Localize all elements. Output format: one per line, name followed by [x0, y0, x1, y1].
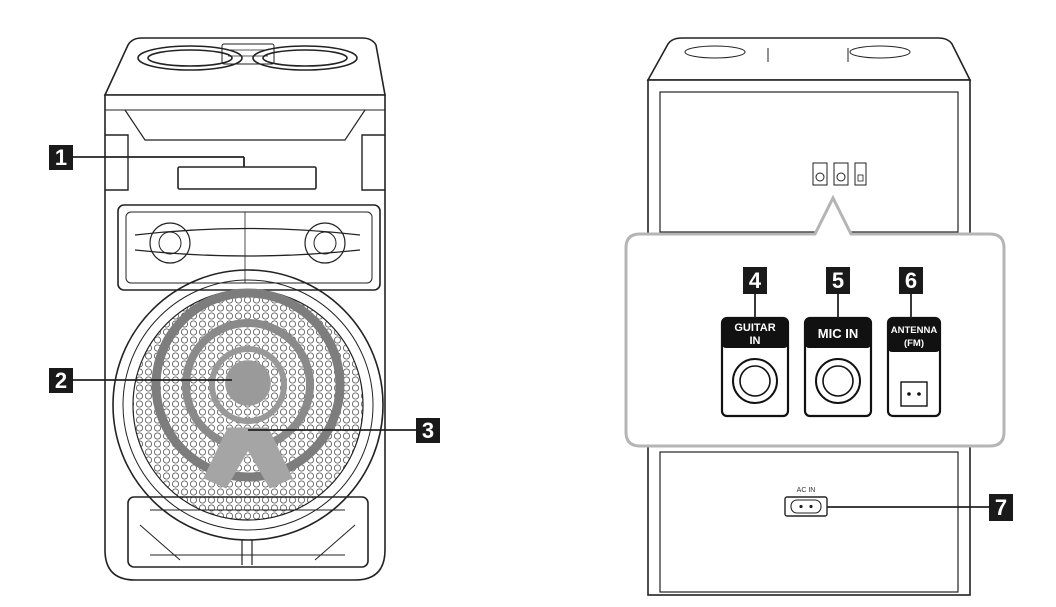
callout-1-box	[49, 145, 73, 170]
antenna-label-line1: ANTENNA	[891, 325, 938, 336]
callout-2-number: 2	[55, 368, 67, 393]
callout-7: 7	[989, 494, 1013, 521]
callout-2: 2	[49, 368, 73, 393]
display-window	[177, 166, 317, 190]
callout-7-box	[989, 494, 1013, 521]
tripod-light	[203, 427, 293, 489]
front-view	[103, 37, 386, 581]
antenna-fm-jack: ANTENNA (FM)	[886, 316, 942, 418]
back-top-cap	[646, 37, 972, 81]
callout-5-number: 5	[832, 268, 844, 293]
guitar-in-label-line2: IN	[750, 335, 761, 347]
antenna-label-line2: (FM)	[904, 338, 924, 349]
guitar-in-jack: GUITAR IN	[720, 316, 790, 418]
callout-6-number: 6	[905, 268, 917, 293]
callout-1-number: 1	[55, 145, 67, 170]
callout-6: 6	[899, 267, 923, 294]
callout-7-number: 7	[995, 495, 1007, 520]
center-light	[225, 360, 271, 406]
mic-in-label: MIC IN	[818, 326, 858, 341]
callout-4: 4	[743, 267, 767, 294]
callout-1: 1	[49, 145, 73, 170]
callout-5-box	[826, 267, 850, 294]
callout-4-number: 4	[749, 268, 762, 293]
callout-3-number: 3	[422, 418, 434, 443]
mic-in-jack: MIC IN	[803, 316, 873, 418]
callout-2-box	[49, 368, 73, 393]
callout-3: 3	[416, 418, 440, 443]
callout-5: 5	[826, 267, 850, 294]
guitar-in-label-line1: GUITAR	[734, 322, 775, 334]
callout-lines	[73, 156, 989, 508]
callout-4-box	[743, 267, 767, 294]
ac-in-label: AC IN	[797, 487, 816, 494]
callout-3-box	[416, 418, 440, 443]
front-top-cap	[103, 37, 386, 96]
callout-6-box	[899, 267, 923, 294]
